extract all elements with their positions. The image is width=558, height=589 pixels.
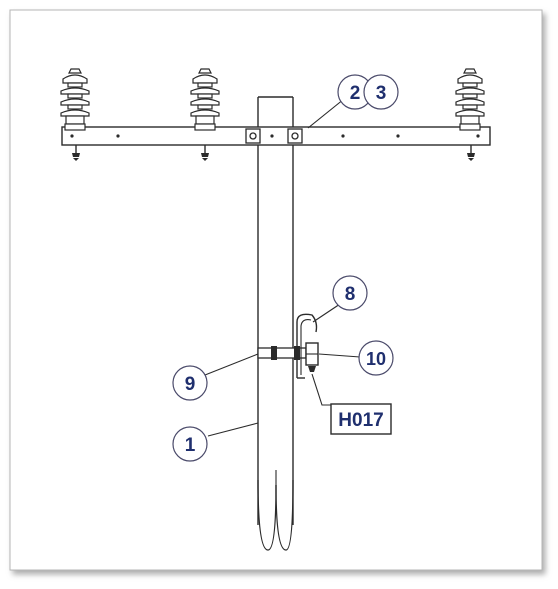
connector-clamp (305, 342, 319, 372)
crossarm (61, 126, 491, 146)
callout-8: 8 (332, 275, 368, 311)
callout-10: 10 (358, 340, 394, 376)
callout-2: 2 (337, 74, 373, 110)
pole (257, 96, 294, 551)
callout-3: 3 (363, 74, 399, 110)
callout-3-label: 3 (376, 83, 387, 104)
callout-8-label: 8 (345, 284, 356, 305)
cover-bracket (296, 313, 318, 379)
callout-9-label: 9 (185, 374, 196, 395)
callout-10-label: 10 (366, 349, 386, 369)
part-tag: H017 (330, 403, 392, 435)
callout-9: 9 (172, 365, 208, 401)
through-bolt (257, 346, 307, 360)
callout-1-label: 1 (185, 435, 196, 456)
callout-1: 1 (172, 426, 208, 462)
part-tag-label: H017 (338, 410, 383, 431)
callout-2-label: 2 (350, 83, 361, 104)
